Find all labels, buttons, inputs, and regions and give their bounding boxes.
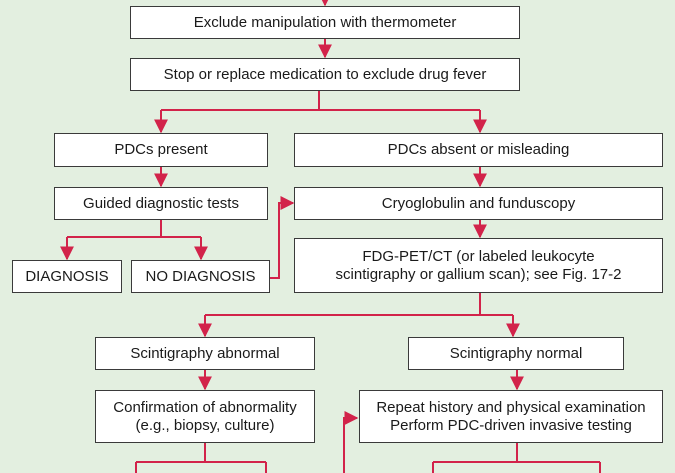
exclude-manipulation-box: Exclude manipulation with thermometer	[130, 6, 520, 39]
confirmation-line2: (e.g., biopsy, culture)	[135, 416, 275, 434]
confirmation-line1: Confirmation of abnormality	[113, 398, 297, 416]
confirmation-box: Confirmation of abnormality (e.g., biops…	[95, 390, 315, 443]
guided-tests-box: Guided diagnostic tests	[54, 187, 268, 220]
exclude-manipulation-text: Exclude manipulation with thermometer	[193, 13, 457, 31]
fdg-pet-line1: FDG-PET/CT (or labeled leukocyte	[362, 247, 595, 265]
guided-tests-text: Guided diagnostic tests	[83, 194, 239, 212]
diagnosis-text: DIAGNOSIS	[25, 267, 109, 285]
diagnosis-box: DIAGNOSIS	[12, 260, 122, 293]
scint-normal-text: Scintigraphy normal	[449, 344, 583, 362]
repeat-line2: Perform PDC-driven invasive testing	[390, 416, 632, 434]
fdg-pet-line2: scintigraphy or gallium scan); see Fig. …	[335, 265, 622, 283]
cryoglobulin-text: Cryoglobulin and funduscopy	[381, 194, 576, 212]
pdcs-absent-text: PDCs absent or misleading	[387, 141, 570, 158]
scint-abnormal-box: Scintigraphy abnormal	[95, 337, 315, 370]
cryoglobulin-box: Cryoglobulin and funduscopy	[294, 187, 663, 220]
pdcs-present-text: PDCs present	[114, 141, 208, 158]
stop-medication-text: Stop or replace medication to exclude dr…	[163, 65, 487, 83]
arrow-loop-to-repeat	[343, 411, 359, 473]
repeat-history-box: Repeat history and physical examination …	[359, 390, 663, 443]
no-diagnosis-box: NO DIAGNOSIS	[131, 260, 270, 293]
pdcs-absent-box: PDCs absent or misleading	[294, 133, 663, 167]
pdcs-present-box: PDCs present	[54, 133, 268, 167]
fdg-pet-box: FDG-PET/CT (or labeled leukocyte scintig…	[294, 238, 663, 293]
repeat-line1: Repeat history and physical examination	[376, 398, 646, 416]
stop-medication-box: Stop or replace medication to exclude dr…	[130, 58, 520, 91]
no-diagnosis-text: NO DIAGNOSIS	[145, 267, 256, 285]
scint-normal-box: Scintigraphy normal	[408, 337, 624, 370]
arrow-no-diagnosis-to-cryo	[270, 196, 295, 279]
scint-abnormal-text: Scintigraphy abnormal	[130, 344, 280, 362]
